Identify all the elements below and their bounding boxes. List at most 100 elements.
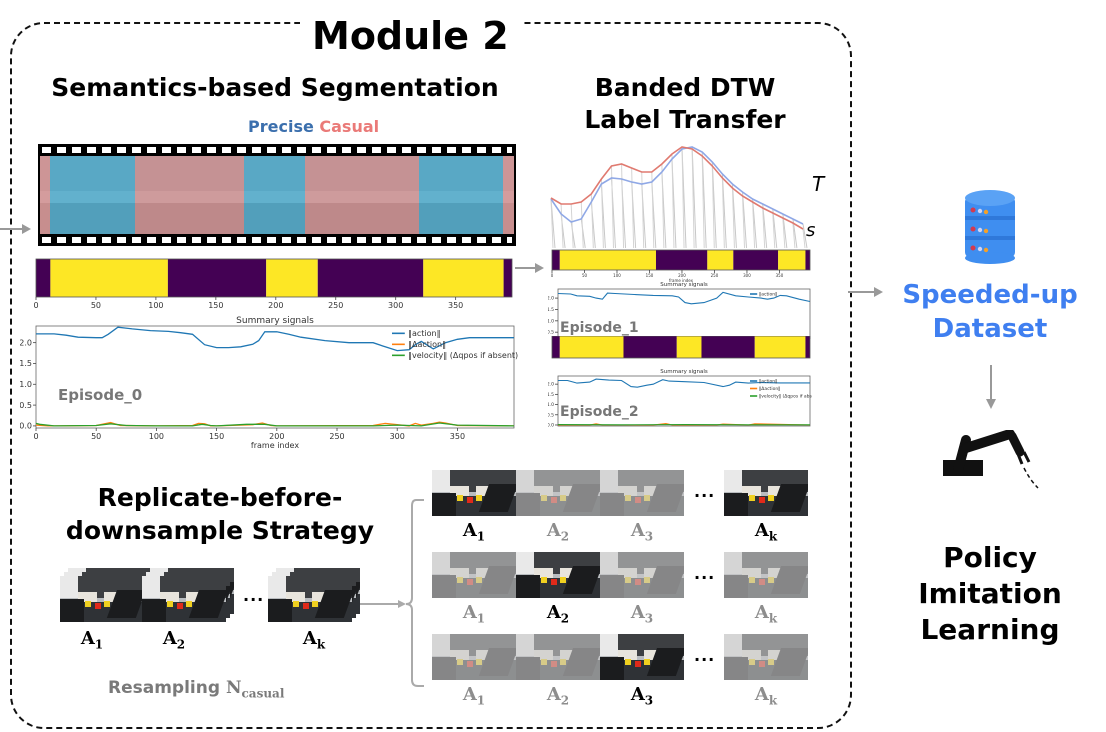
label-subscript: 3 — [644, 611, 654, 626]
segment-purple — [552, 336, 560, 358]
precise-casual-legend: Precise Casual — [248, 117, 379, 136]
grid-clip-label: A2 — [528, 520, 588, 544]
dtw-label-s: s — [806, 220, 816, 241]
label-subscript: 1 — [476, 611, 486, 626]
input-clip-1 — [60, 576, 144, 622]
dtw-link — [782, 213, 788, 249]
scene-cup3 — [767, 576, 774, 584]
scene-arm2 — [724, 493, 748, 516]
y-tick-label: 0.5 — [548, 330, 554, 336]
scene-bin1 — [618, 485, 637, 496]
dtw-link — [802, 228, 806, 249]
input-arrow-icon — [0, 224, 31, 234]
scene-bin2 — [475, 485, 495, 496]
scene-arm2 — [600, 575, 624, 598]
scene-arm2 — [516, 575, 540, 598]
legend-casual: Casual — [319, 117, 380, 136]
scene-cup2 — [95, 602, 102, 610]
y-tick-label: 0.5 — [20, 401, 32, 410]
dtw-link — [721, 177, 725, 249]
segment-yellow — [754, 336, 806, 358]
dtw-link — [681, 146, 685, 249]
scene-bin1 — [450, 567, 469, 578]
scene-arm2 — [600, 657, 624, 680]
episode-2-summary-chart: Summary signals0.00.51.01.52.0‖action‖‖Δ… — [548, 369, 812, 428]
x-tick-label: 300 — [388, 301, 403, 310]
dtw-link — [580, 201, 584, 249]
legend-entry: ‖action‖ — [759, 379, 777, 385]
robot-arm-icon — [943, 430, 1039, 489]
x-tick-label: 50 — [91, 301, 101, 310]
scene-cup1 — [625, 658, 632, 666]
scene-cup1 — [749, 576, 756, 584]
x-tick-label: 150 — [208, 301, 223, 310]
segment-yellow — [50, 259, 168, 297]
scene-bin1 — [534, 567, 553, 578]
label-subscript: 3 — [644, 529, 654, 544]
scene-table — [516, 659, 600, 680]
series-line-0 — [36, 326, 514, 352]
scene-bin2 — [643, 485, 663, 496]
dtw-link — [671, 153, 675, 249]
segmentation-title: Semantics-based Segmentation — [51, 73, 499, 102]
filmstrip — [38, 144, 516, 246]
film-frame — [419, 156, 514, 234]
scene-bin1 — [78, 591, 97, 602]
label-subscript: k — [768, 529, 778, 544]
scene-wall2 — [600, 634, 619, 657]
scene-cup1 — [457, 658, 464, 666]
segment-yellow — [778, 250, 806, 270]
label-base: A — [462, 520, 477, 541]
grid-clip-r3-c2 — [516, 634, 600, 680]
segment-frame — [35, 258, 513, 298]
grid-clip-label: Ak — [736, 602, 796, 626]
scene-wall2 — [724, 634, 743, 657]
dtw-link — [550, 197, 554, 249]
scene-table — [724, 659, 808, 680]
dtw-link — [560, 203, 564, 249]
dtw-alignment-chart — [550, 146, 808, 249]
scene-cup3 — [475, 494, 482, 502]
ellipsis: ··· — [694, 486, 716, 505]
scene-bin2 — [559, 567, 579, 578]
segment-purple — [167, 259, 267, 297]
scene-wall — [724, 634, 808, 657]
segment-yellow — [707, 250, 734, 270]
episode-1-label: Episode_1 — [560, 320, 639, 336]
scene-cup1 — [457, 576, 464, 584]
dtw-curve-s — [550, 146, 804, 230]
scene-wall2 — [268, 576, 287, 599]
x-tick-label: 0 — [551, 273, 554, 278]
scene-cup2 — [551, 660, 558, 668]
film-frame — [324, 156, 420, 234]
scene-table — [432, 659, 516, 680]
scene-arm2 — [60, 599, 84, 622]
segment-purple — [503, 259, 512, 297]
label-base: A — [462, 602, 477, 623]
segment-purple — [805, 336, 810, 358]
dtw-label-T: T — [812, 172, 825, 196]
ellipsis: ··· — [243, 590, 265, 609]
scene-bin2 — [559, 485, 579, 496]
scene-cup1 — [541, 576, 548, 584]
label-base: A — [630, 684, 645, 705]
label-base: A — [754, 602, 769, 623]
scene-cup2 — [467, 660, 474, 668]
x-axis-label: frame index — [669, 278, 694, 282]
ellipsis: ··· — [694, 568, 716, 587]
scene-cup3 — [643, 494, 650, 502]
scene-cup3 — [559, 494, 566, 502]
casual-overlay — [324, 156, 420, 234]
scene-bin2 — [475, 649, 495, 660]
scene-wall — [516, 470, 600, 493]
arrow-to-policy-icon — [986, 365, 996, 409]
grid-clip-label: A3 — [612, 602, 672, 626]
x-tick-label: 350 — [448, 301, 463, 310]
scene-bin1 — [742, 649, 761, 660]
scene-arm2 — [432, 657, 456, 680]
scene-bin2 — [185, 591, 205, 602]
segment-purple — [733, 250, 779, 270]
legend-entry: ‖action‖ — [408, 329, 441, 338]
arrow-to-dataset-icon — [848, 287, 883, 297]
